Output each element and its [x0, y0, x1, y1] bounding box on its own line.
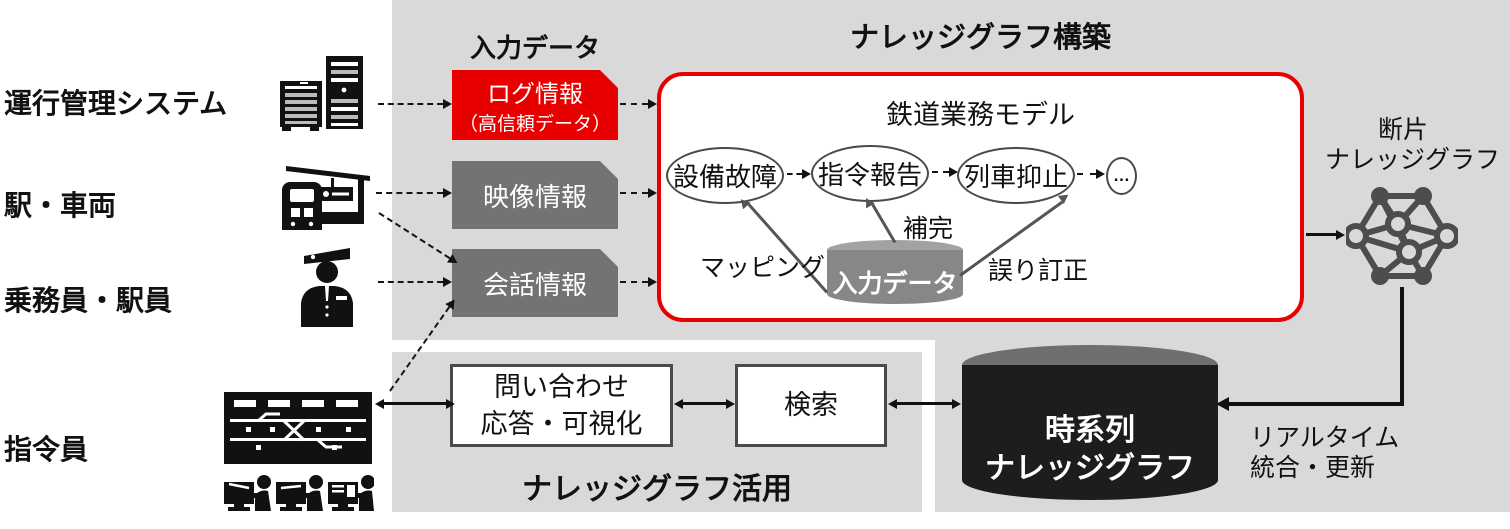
arrowhead: [1096, 169, 1105, 179]
arrowhead: [674, 399, 683, 409]
construction-title: ナレッジグラフ構築: [849, 22, 1111, 54]
node-equipment-failure: 設備故障: [666, 147, 784, 204]
source-label-operation-system: 運行管理システム: [4, 88, 228, 119]
query-box-line1: 問い合わせ: [494, 372, 629, 403]
arrowhead: [1216, 397, 1229, 411]
arrowhead: [443, 99, 452, 109]
log-to-frame-arrow: [620, 99, 657, 109]
search-box: 検索: [735, 364, 887, 447]
arrowhead: [648, 188, 657, 198]
query-response-box: 問い合わせ 応答・可視化: [450, 364, 673, 447]
arrowhead: [443, 277, 452, 287]
source-label-crew-staff: 乗務員・駅員: [4, 285, 173, 316]
arrowhead: [648, 99, 657, 109]
search-box-label: 検索: [784, 390, 838, 421]
dispatcher-query-arrow: [375, 399, 455, 409]
realtime-label-line2: 統合・更新: [1250, 454, 1376, 482]
realtime-label-line1: リアルタイム: [1250, 424, 1400, 452]
railway-model-title: 鉄道業務モデル: [886, 100, 1075, 130]
completion-label: 補完: [903, 215, 954, 243]
log-info-box: ログ情報 （高信頼データ）: [452, 70, 618, 140]
timeseries-label-line2: ナレッジグラフ: [985, 452, 1195, 485]
timeseries-label-line1: 時系列: [1045, 414, 1135, 447]
arrowhead: [726, 399, 735, 409]
input-data-cylinder-label: 入力データ: [832, 270, 958, 298]
node-ellipsis: …: [1106, 157, 1137, 195]
arrowhead: [802, 169, 811, 179]
server-to-log-arrow: [378, 99, 452, 109]
frame-to-fragment-arrow: [1306, 230, 1345, 240]
arrowhead: [1336, 230, 1345, 240]
node-connector-2: [932, 167, 958, 177]
arrowhead: [648, 277, 657, 287]
input-data-cylinder: 入力データ: [827, 240, 963, 304]
conversation-to-frame-arrow: [620, 277, 657, 287]
arrowhead: [952, 399, 961, 409]
video-to-frame-arrow: [620, 188, 657, 198]
fragment-label-line1: 断片: [1377, 116, 1428, 144]
utilization-title: ナレッジグラフ活用: [522, 473, 792, 506]
source-label-dispatcher: 指令員: [4, 434, 89, 465]
node-command-report: 指令報告: [811, 145, 929, 202]
fragment-left-line: [1229, 402, 1404, 406]
cylinder-bottom: [962, 460, 1218, 500]
timeseries-cylinder: 時系列 ナレッジグラフ: [962, 345, 1218, 500]
knowledge-graph-icon: [1346, 187, 1458, 285]
input-data-title: 入力データ: [469, 33, 600, 63]
log-info-label: ログ情報: [487, 81, 583, 108]
conversation-info-box: 会話情報: [452, 249, 618, 317]
train-station-icon: [282, 166, 370, 230]
search-timeseries-arrow: [888, 399, 961, 409]
cylinder-bottom: [827, 284, 963, 304]
arrowhead: [443, 188, 452, 198]
fragment-label-line2: ナレッジグラフ: [1325, 146, 1501, 174]
node-connector-1: [787, 169, 811, 179]
video-info-label: 映像情報: [482, 181, 587, 212]
correction-label: 誤り訂正: [988, 257, 1089, 285]
mapping-label: マッピング: [700, 254, 826, 282]
video-info-box: 映像情報: [452, 161, 618, 229]
server-icon: [280, 56, 363, 131]
staff-to-conversation-arrow: [378, 277, 452, 287]
conversation-info-label: 会話情報: [482, 269, 587, 300]
station-to-video-arrow: [376, 188, 452, 198]
arrowhead: [888, 399, 897, 409]
fragment-down-line: [1400, 287, 1404, 404]
node-connector-3: [1077, 169, 1105, 179]
log-info-sublabel: （高信頼データ）: [458, 114, 611, 135]
station-staff-icon: [301, 248, 353, 327]
arrowhead: [446, 399, 455, 409]
dispatcher-console-icon: [224, 392, 374, 511]
query-box-line2: 応答・可視化: [480, 408, 643, 439]
arrowhead: [375, 399, 384, 409]
node-train-suppression: 列車抑止: [957, 147, 1075, 204]
query-search-arrow: [674, 399, 735, 409]
source-label-station-vehicle: 駅・車両: [4, 190, 117, 221]
arrowhead: [949, 167, 958, 177]
